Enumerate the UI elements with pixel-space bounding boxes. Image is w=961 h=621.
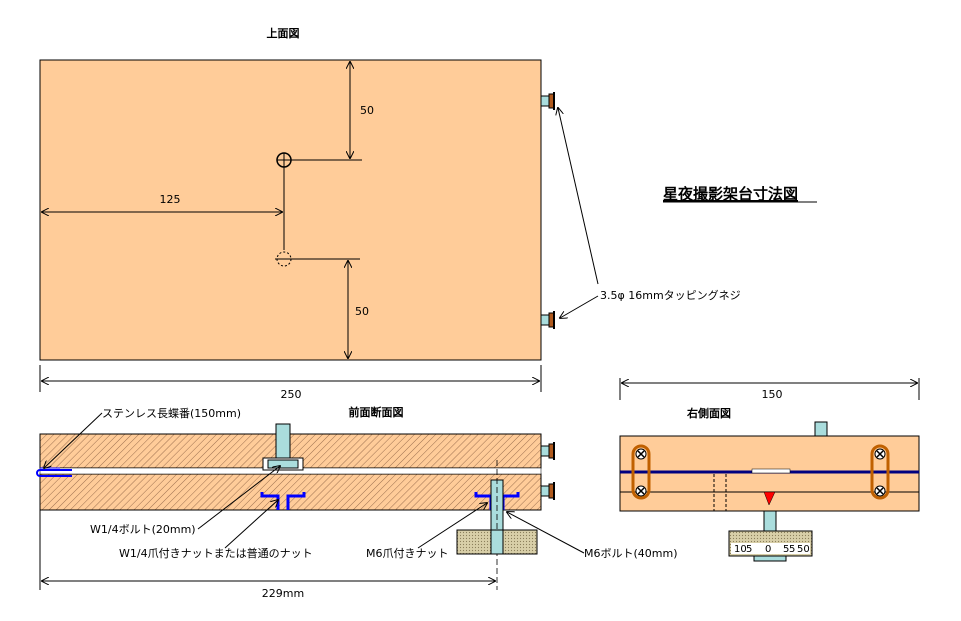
side-bolt-top xyxy=(814,421,828,437)
screw-leader-top xyxy=(558,108,599,285)
callout-hinge: ステンレス長蝶番(150mm) xyxy=(102,406,241,420)
scale-label: 5 xyxy=(783,544,789,555)
dim-left-offset: 125 xyxy=(160,193,181,206)
callout-screw: 3.5φ 16mmタッピングネジ xyxy=(600,288,741,302)
callout-w-bolt: W1/4ボルト(20mm) xyxy=(90,523,196,536)
screw-top xyxy=(540,92,555,110)
band-left xyxy=(631,444,651,500)
dim-lower-gap: 50 xyxy=(355,305,369,318)
scale-label: 5 xyxy=(789,544,795,555)
dim-upper-gap: 50 xyxy=(360,104,374,117)
callout-m6-bolt: M6ボルト(40mm) xyxy=(584,547,678,560)
side-screw-3 xyxy=(874,448,886,460)
front-view-label: 前面断面図 xyxy=(349,405,404,419)
band-right xyxy=(870,444,890,500)
drawing-title: 星夜撮影架台寸法図 xyxy=(663,185,798,203)
callout-m6-nut: M6爪付きナット xyxy=(366,547,449,560)
scale-label: 50 xyxy=(797,544,810,555)
side-screw-2 xyxy=(635,485,647,497)
front-screw-top xyxy=(540,442,555,460)
top-view-board xyxy=(39,59,542,361)
pointer-marker xyxy=(763,491,776,506)
dim-side-width: 150 xyxy=(762,388,783,401)
scale-label: 0 xyxy=(765,544,771,555)
callout-w-nut: W1/4爪付きナットまたは普通のナット xyxy=(119,546,313,560)
side-bolt xyxy=(763,510,777,532)
side-screw-1 xyxy=(635,448,647,460)
screw-bottom xyxy=(540,311,555,329)
scale-label: 5 xyxy=(746,544,752,555)
side-screw-4 xyxy=(874,485,886,497)
dim-bolt-offset: 229mm xyxy=(262,587,304,600)
front-lower-board xyxy=(39,473,542,511)
scale-label: 10 xyxy=(734,544,747,555)
dim-overall-width: 250 xyxy=(281,388,302,401)
top-view-label: 上面図 xyxy=(267,26,300,40)
w-bolt xyxy=(275,423,291,461)
hinge xyxy=(36,469,72,477)
right-view-label: 右側面図 xyxy=(686,406,731,420)
front-screw-bottom xyxy=(540,482,555,500)
screw-leader-bottom xyxy=(560,295,599,318)
